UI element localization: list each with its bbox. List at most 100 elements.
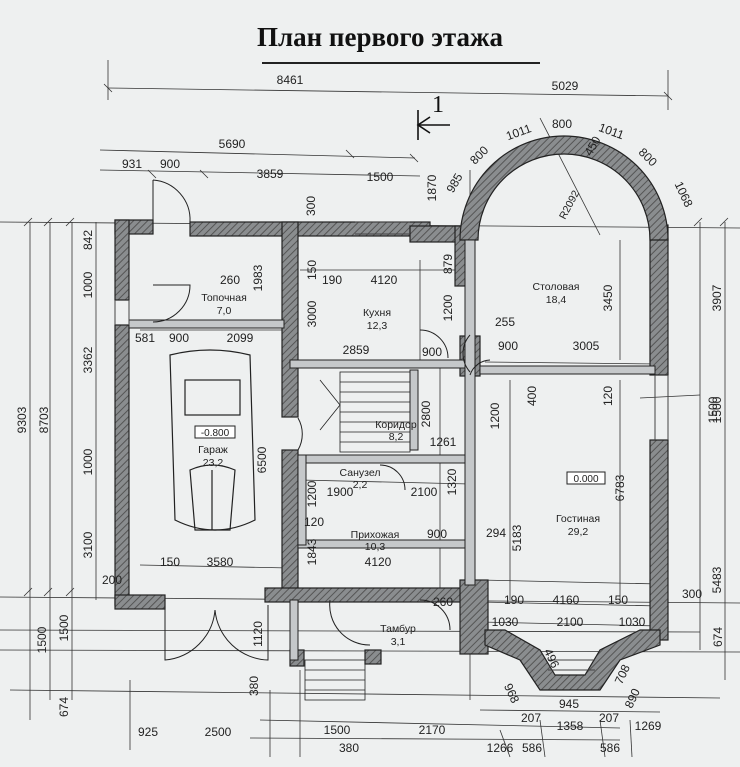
interior-walls [128,239,656,661]
room-name: Прихожая [351,529,400,541]
dim-label: 900 [427,527,447,541]
dim-label: 190 [322,273,342,287]
dim-label: 5690 [219,137,246,151]
room-name: Топочная [201,292,247,304]
room-name: Коридор [375,419,417,431]
dim-label: 1269 [635,719,662,733]
dim-label: 3362 [81,346,95,373]
room-area: 12,3 [367,320,388,332]
dim-label: 2859 [343,343,370,357]
dim-label: 9303 [15,406,29,433]
dim-label: 1120 [251,621,265,647]
dim-label: 3100 [81,531,95,558]
dim-label: 1261 [430,435,457,449]
dim-label: 842 [81,230,95,250]
level-mark-living: 0.000 [573,474,598,485]
dim-label: 879 [441,254,455,274]
dim-label: 2800 [419,400,433,427]
dim-label: 931 [122,157,142,171]
level-box-garage [194,425,236,439]
dim-label: 1030 [492,615,519,629]
dim-label: 674 [57,697,71,717]
dim-label: 255 [495,315,515,329]
dim-label: 4160 [553,593,580,607]
room-area: 7,0 [217,305,232,317]
room-name: Кухня [363,307,391,319]
room-area: 23,2 [203,457,224,469]
dim-label: 800 [552,117,572,131]
dim-label: 6783 [613,474,627,501]
left-dimensions: 842 1000 3362 9303 8703 1000 3100 200 15… [15,230,122,717]
dim-label: 1358 [557,719,584,733]
dim-label: 800 [636,145,660,169]
dim-label: 581 [135,331,155,345]
room-area: 3,1 [391,636,406,648]
room-area: 8,2 [389,431,404,443]
room-area: 2,2 [353,479,368,491]
exterior-walls [114,219,669,667]
dim-label: 4120 [371,273,398,287]
dim-label: 3005 [573,339,600,353]
room-area: 29,2 [568,526,589,538]
dim-label: 300 [682,587,702,601]
dim-label: 1011 [597,120,626,142]
dim-label: 1500 [710,396,724,423]
dim-label: 900 [160,157,180,171]
bay-wall [459,135,669,241]
room-area: 10,3 [365,541,386,553]
room-name: Столовая [533,281,580,293]
dim-label: 5483 [710,566,724,593]
room-area: 18,4 [546,294,567,306]
dim-label: 2100 [411,485,438,499]
dim-label: 294 [486,526,506,540]
dim-label: 8461 [277,73,304,87]
section-marker [416,110,450,140]
dim-label: 1011 [504,121,533,143]
dim-label: 2500 [205,725,232,739]
dim-label: 1000 [81,271,95,298]
dim-label: 800 [467,143,491,167]
dim-label: 1500 [57,614,71,641]
dim-label: 1200 [488,402,502,429]
dim-label: 586 [600,741,620,755]
dim-label: 300 [304,196,318,216]
windows [114,221,669,671]
dim-label: 1320 [445,468,459,495]
dim-label: 5183 [510,524,524,551]
room-name: Гараж [198,444,228,456]
dim-label: 900 [422,345,442,359]
dim-label: 8703 [37,406,51,433]
car-outline [169,349,256,531]
dim-label: 3450 [601,284,615,311]
dim-label: 925 [138,725,158,739]
staircase [304,371,411,701]
plan-title: План первого этажа [256,22,504,52]
dim-label: 150 [160,555,180,569]
arc-radius-label: R2092 [557,188,582,221]
dim-label: 150 [305,260,319,280]
bottom-dimensions: 925 2500 1500 380 2170 1266 586 586 207 … [138,646,662,755]
dim-label: 150 [608,593,628,607]
dim-label: 890 [622,686,643,710]
room-name: Гостиная [556,513,600,525]
dim-label: 3000 [305,300,319,327]
door-swings [152,179,491,661]
dim-label: 586 [522,741,542,755]
dim-label: 1900 [327,485,354,499]
dim-label: 380 [339,741,359,755]
dim-label: 207 [521,711,541,725]
dim-label: 900 [498,339,518,353]
dim-label: 968 [501,681,522,705]
dim-label: 260 [433,595,453,609]
dimension-lines [0,60,740,758]
dim-label: 1500 [35,626,49,653]
dim-label: 3907 [710,284,724,311]
dim-label: 1200 [305,480,319,507]
dim-label: 207 [599,711,619,725]
room-name: Тамбур [380,623,416,635]
dim-label: 900 [169,331,189,345]
dim-label: 400 [525,386,539,406]
dim-label: 1068 [672,179,696,209]
dim-label: 260 [220,273,240,287]
